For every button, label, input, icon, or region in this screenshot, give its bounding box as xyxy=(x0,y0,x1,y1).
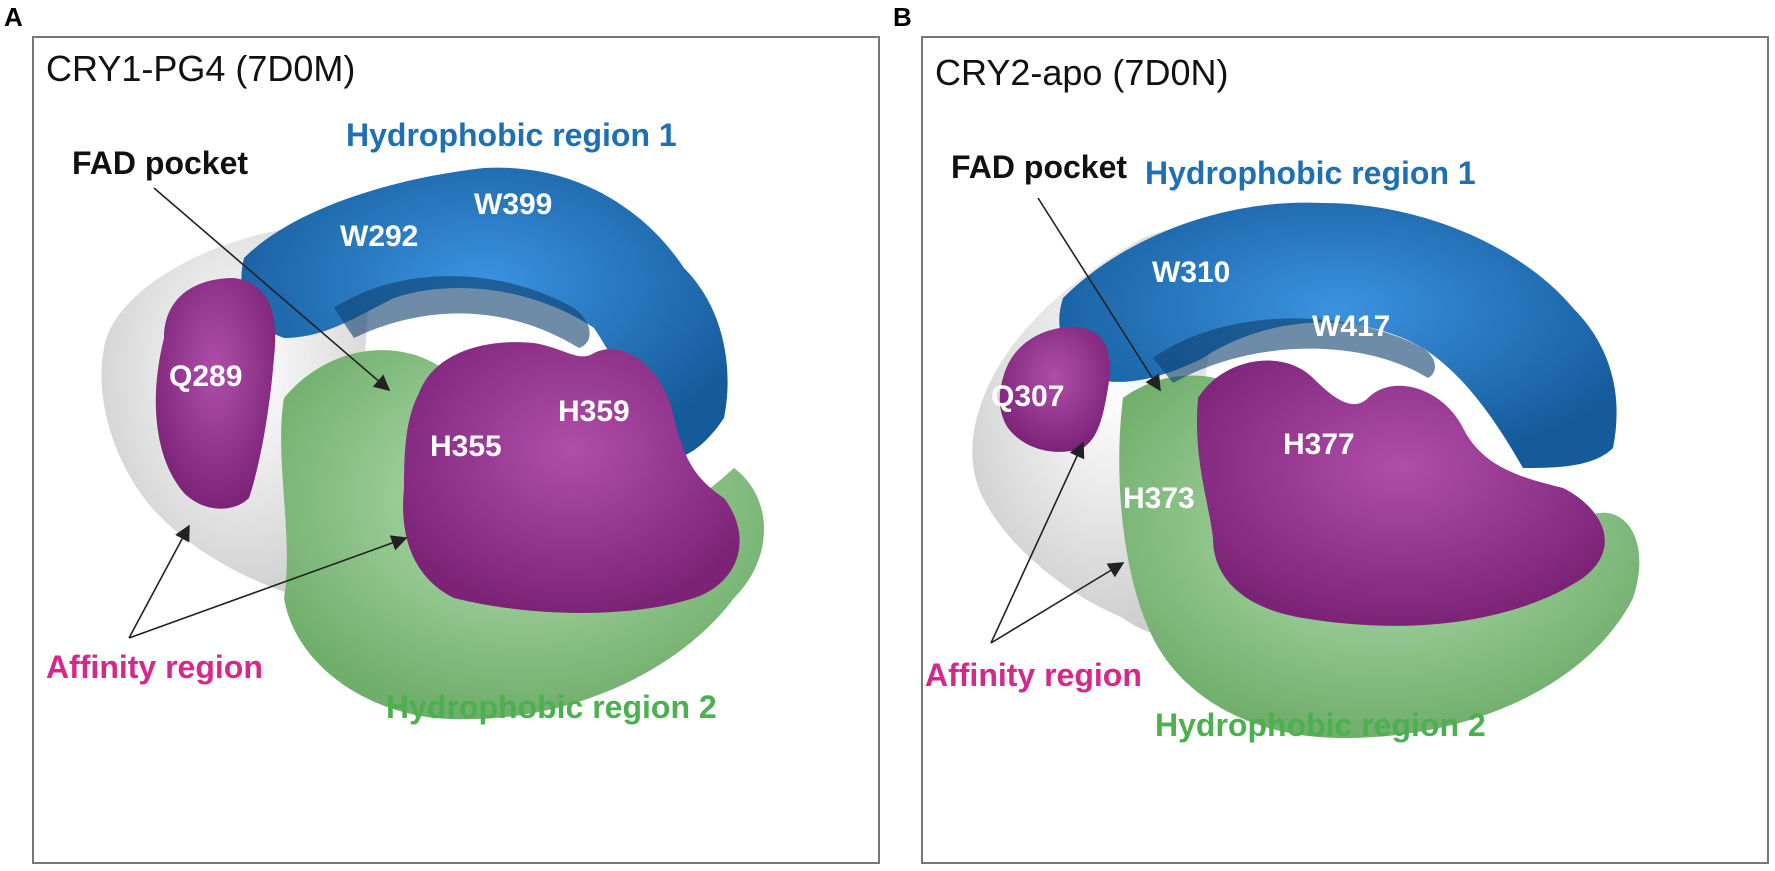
panel-b-title: CRY2-apo (7D0N) xyxy=(935,52,1229,93)
protein-surface-a: FAD pocket Hydrophobic region 1 Hydropho… xyxy=(46,117,764,725)
surface-affinity-region-b xyxy=(999,327,1605,626)
annotation-arrows-a xyxy=(128,187,408,639)
surface-hydrophobic-region-2-a xyxy=(281,350,764,720)
hydrophobic-region-2-label-a: Hydrophobic region 2 xyxy=(386,689,717,725)
residue-label: W310 xyxy=(1152,256,1230,289)
fad-pocket-label-b: FAD pocket xyxy=(951,149,1127,185)
affinity-arrow-b-1 xyxy=(990,441,1085,644)
residue-label: W399 xyxy=(474,188,552,221)
residue-label: H355 xyxy=(430,430,502,463)
fad-pocket-arrow-b xyxy=(1037,197,1161,392)
residue-label: W292 xyxy=(340,220,418,253)
residue-label: Q289 xyxy=(169,360,242,393)
residue-label: H373 xyxy=(1123,482,1195,515)
hydrophobic-region-1-label-a: Hydrophobic region 1 xyxy=(346,117,677,153)
panel-b: CRY2-apo (7D0N) xyxy=(921,36,1769,864)
residue-label: Q307 xyxy=(991,380,1064,413)
fad-pocket-label-a: FAD pocket xyxy=(72,145,248,181)
panel-letter-a: A xyxy=(4,2,23,32)
surface-hydrophobic-region-1-b xyxy=(1059,202,1617,468)
hydrophobic-region-1-label-b: Hydrophobic region 1 xyxy=(1145,155,1476,191)
hydrophobic-region-2-label-b: Hydrophobic region 2 xyxy=(1155,707,1486,743)
affinity-region-label-b: Affinity region xyxy=(925,657,1142,693)
surface-affinity-region-a xyxy=(155,278,740,613)
affinity-arrow-b-2 xyxy=(990,562,1125,644)
residue-label: H377 xyxy=(1283,428,1355,461)
panel-a: CRY1-PG4 (7D0M) xyxy=(32,36,880,864)
fad-pocket-arrow-a xyxy=(153,187,391,392)
panel-letter-b: B xyxy=(893,2,912,32)
affinity-arrow-a-1 xyxy=(128,524,190,639)
affinity-arrow-a-2 xyxy=(128,535,408,639)
panel-a-title: CRY1-PG4 (7D0M) xyxy=(46,48,356,89)
affinity-region-label-a: Affinity region xyxy=(46,649,263,685)
surface-hydrophobic-region-1-a xyxy=(241,167,728,459)
residue-label: W417 xyxy=(1312,310,1390,343)
residue-label: H359 xyxy=(558,395,630,428)
protein-surface-b: FAD pocket Hydrophobic region 1 Hydropho… xyxy=(925,149,1640,743)
annotation-arrows-b xyxy=(990,197,1161,644)
